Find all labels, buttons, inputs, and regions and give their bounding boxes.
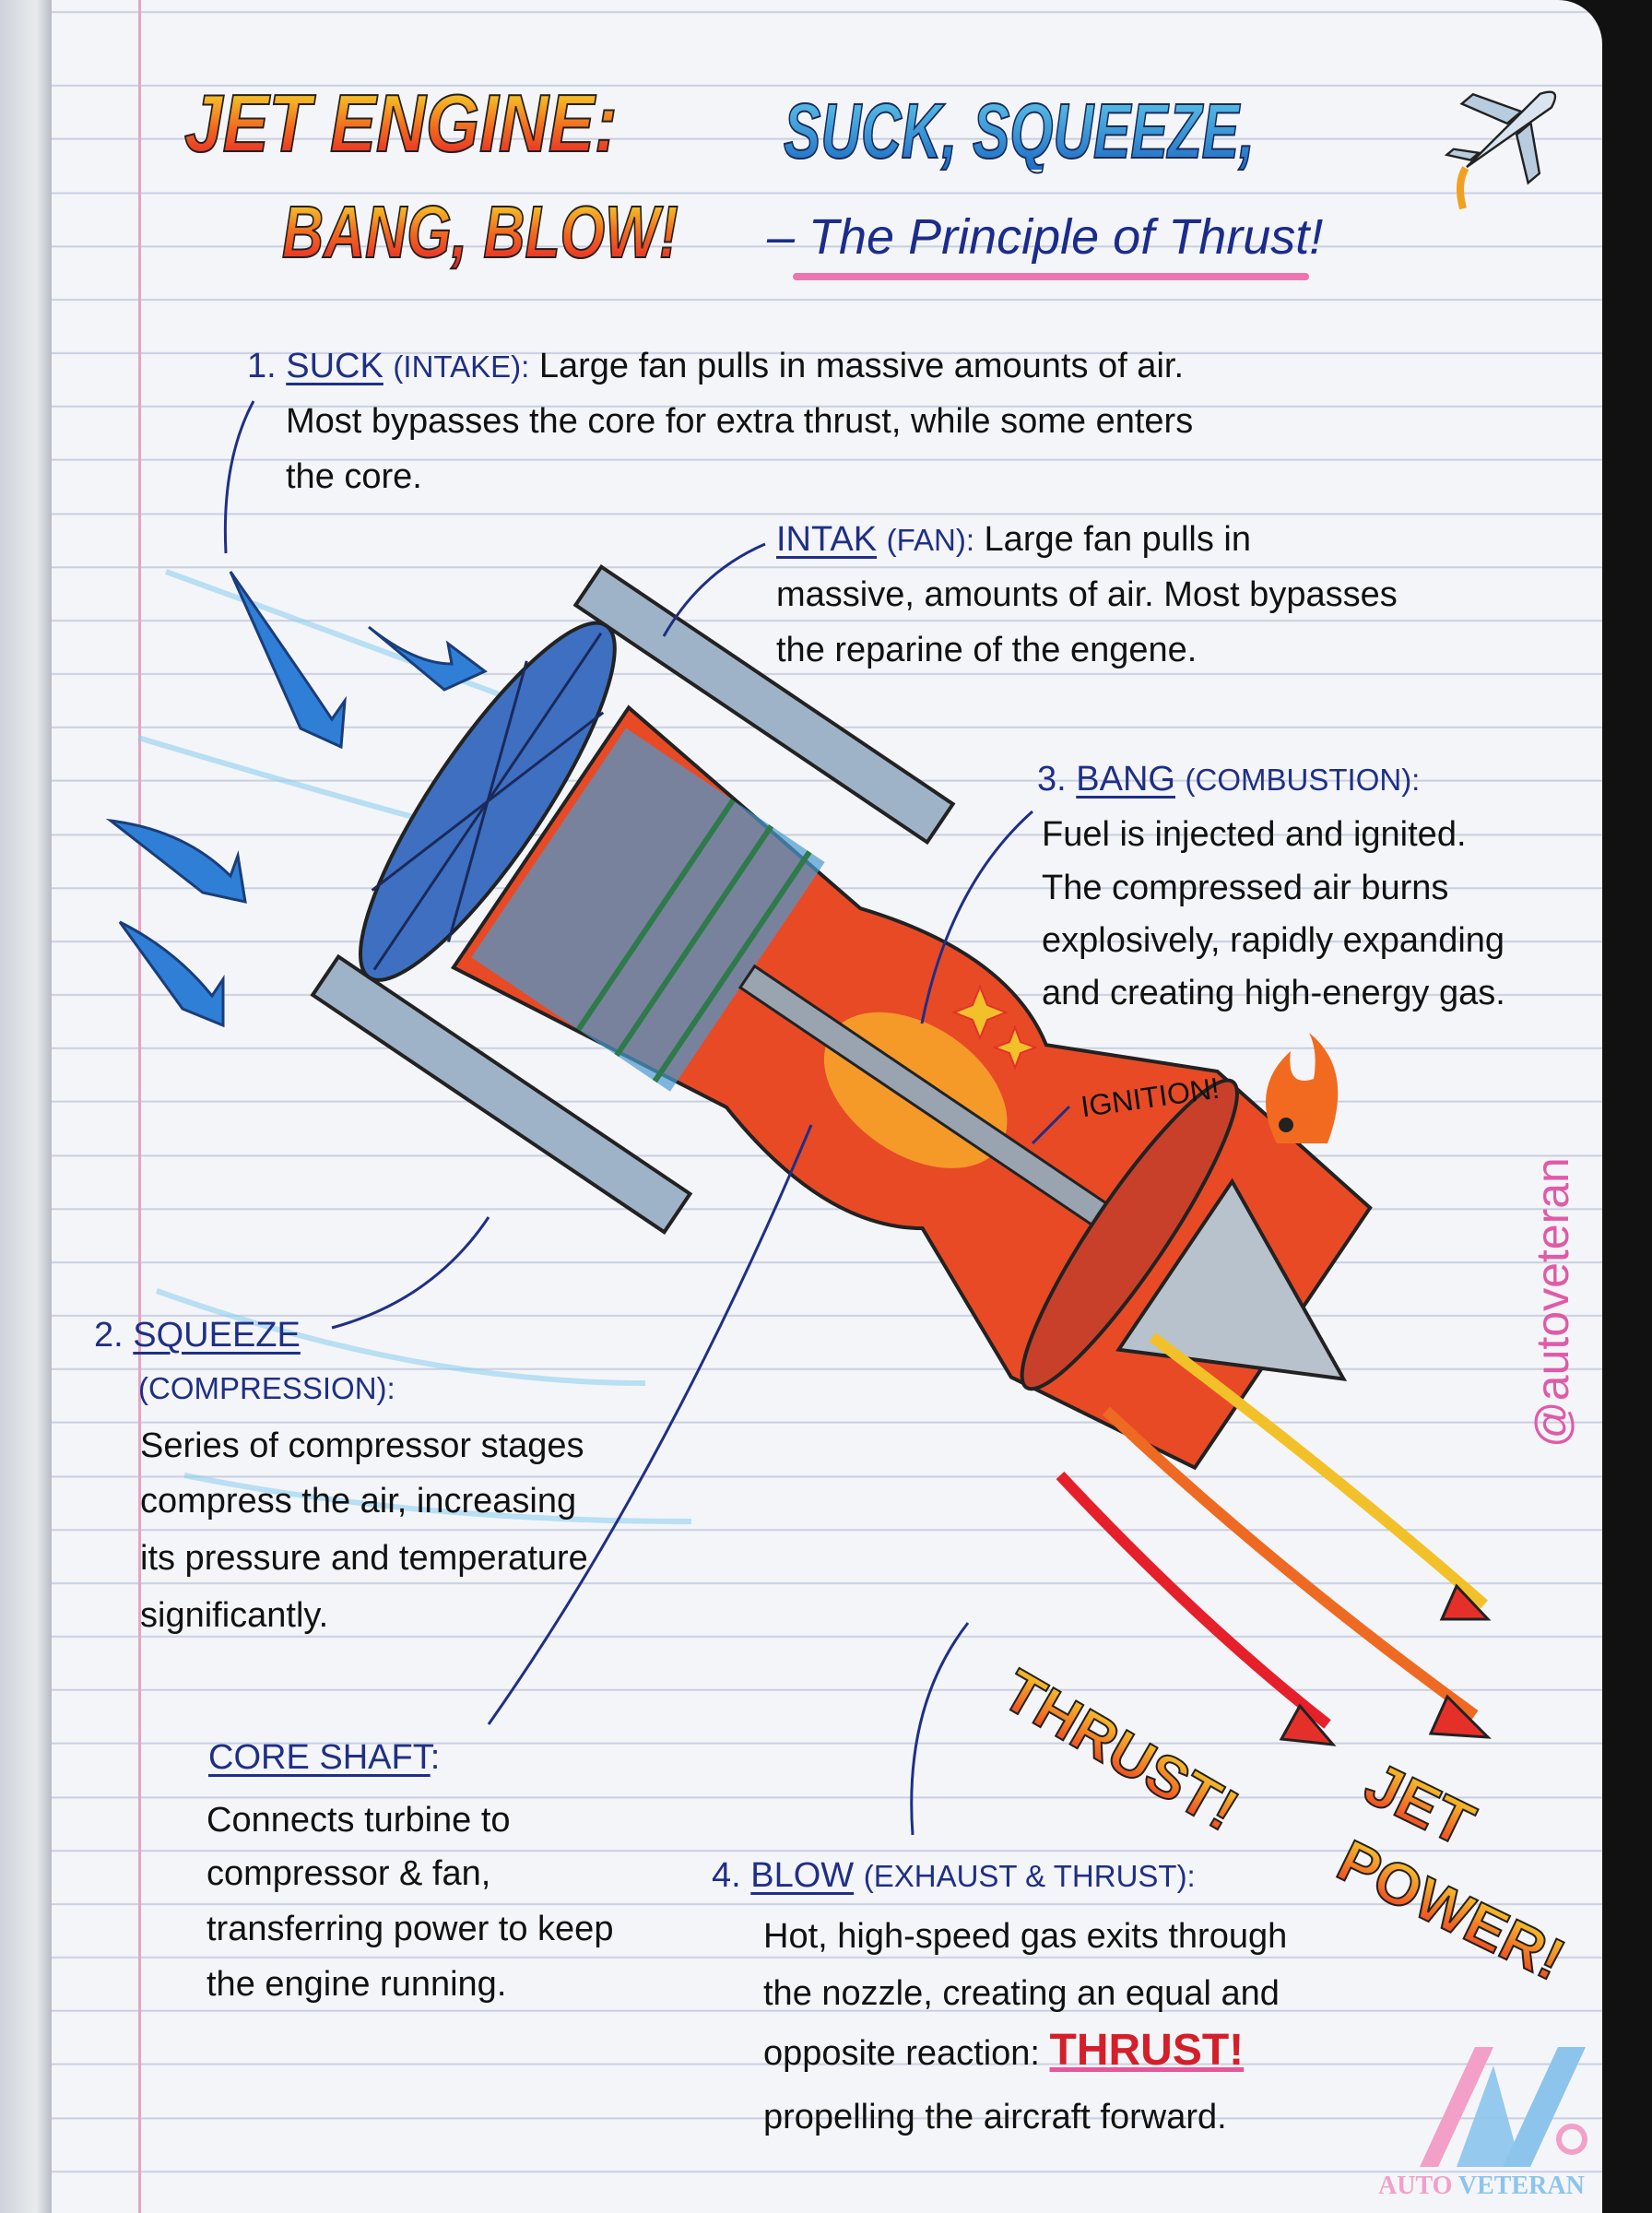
heading-intake: INTAK	[776, 520, 878, 559]
logo-text: AUTO VETERAN	[1378, 2172, 1585, 2200]
squeeze-line: Series of compressor stages	[140, 1426, 584, 1465]
squeeze-paren: (COMPRESSION):	[138, 1371, 395, 1405]
core-shaft-line: the engine running.	[206, 1965, 507, 2004]
section-intake: INTAK (FAN): Large fan pulls in	[776, 520, 1251, 559]
section-suck: 1. SUCK (INTAKE): Large fan pulls in mas…	[247, 347, 1184, 385]
title-suck-squeeze: SUCK, SQUEEZE,	[783, 88, 1255, 174]
section-bang: 3. BANG (COMBUSTION):	[1037, 760, 1421, 799]
core-shaft-line: compressor & fan,	[206, 1854, 491, 1893]
compressor-stages	[471, 728, 825, 1092]
suck-line: the core.	[286, 457, 422, 496]
section-blow: 4. BLOW (EXHAUST & THRUST):	[712, 1856, 1196, 1895]
core-shaft-line: transferring power to keep	[206, 1910, 614, 1948]
bang-line: Fuel is injected and ignited.	[1042, 815, 1467, 854]
jet-plane-icon	[1444, 90, 1557, 210]
auto-veteran-logo	[1420, 2047, 1587, 2167]
squeeze-line: its pressure and temperature	[140, 1539, 588, 1578]
blow-line: propelling the aircraft forward.	[763, 2098, 1227, 2136]
jet-engine-cutaway	[310, 563, 1373, 1471]
squeeze-line: compress the air, increasing	[140, 1482, 577, 1521]
heading-core-shaft: CORE SHAFT	[208, 1738, 431, 1777]
engine-illustration	[105, 90, 1587, 2167]
subtitle: – The Principle of Thrust!	[767, 209, 1324, 265]
blow-line: opposite reaction: THRUST!	[763, 2026, 1245, 2075]
title-bang-blow: BANG, BLOW!	[281, 191, 678, 273]
squeeze-line: significantly.	[140, 1596, 329, 1635]
margin-line	[138, 0, 141, 2213]
intake-line: the reparine of the engene.	[776, 631, 1198, 669]
subtitle-underline	[793, 273, 1309, 280]
exhaust-flames	[1056, 1332, 1488, 1729]
bang-line: The compressed air burns	[1042, 869, 1449, 907]
thrust-highlight: THRUST!	[1049, 2026, 1245, 2075]
exhaust-cone	[1115, 1178, 1348, 1382]
core-shaft-line: Connects turbine to	[206, 1801, 511, 1840]
spark-icon	[951, 984, 1038, 1071]
heading-suck: SUCK	[286, 347, 384, 385]
fire-emoji-icon	[1266, 1033, 1339, 1143]
notebook-page: JET ENGINE: SUCK, SQUEEZE, BANG, BLOW! –…	[0, 0, 1602, 2213]
thrust-arrows	[1279, 1583, 1492, 1746]
bang-line: explosively, rapidly expanding	[1042, 921, 1505, 960]
heading-bang: BANG	[1076, 760, 1175, 799]
section-squeeze: 2. SQUEEZE	[94, 1316, 301, 1355]
section-core-shaft: CORE SHAFT:	[208, 1738, 441, 1777]
title-jet-engine: JET ENGINE:	[183, 77, 618, 169]
blow-line: Hot, high-speed gas exits through	[763, 1917, 1288, 1956]
blow-line: the nozzle, creating an equal and	[763, 1974, 1280, 2013]
heading-squeeze: SQUEEZE	[133, 1316, 301, 1355]
bang-line: and creating high-energy gas.	[1042, 974, 1505, 1012]
intake-arrows	[105, 571, 488, 1028]
callout-arrows	[223, 400, 1071, 1836]
turbine	[1020, 1078, 1239, 1391]
notebook-binding	[0, 0, 52, 2213]
suck-line: Most bypasses the core for extra thrust,…	[286, 402, 1194, 441]
intake-line: massive, amounts of air. Most bypasses	[776, 575, 1398, 614]
watermark-handle: @autoveteran	[1527, 1157, 1578, 1448]
heading-blow: BLOW	[750, 1856, 855, 1895]
